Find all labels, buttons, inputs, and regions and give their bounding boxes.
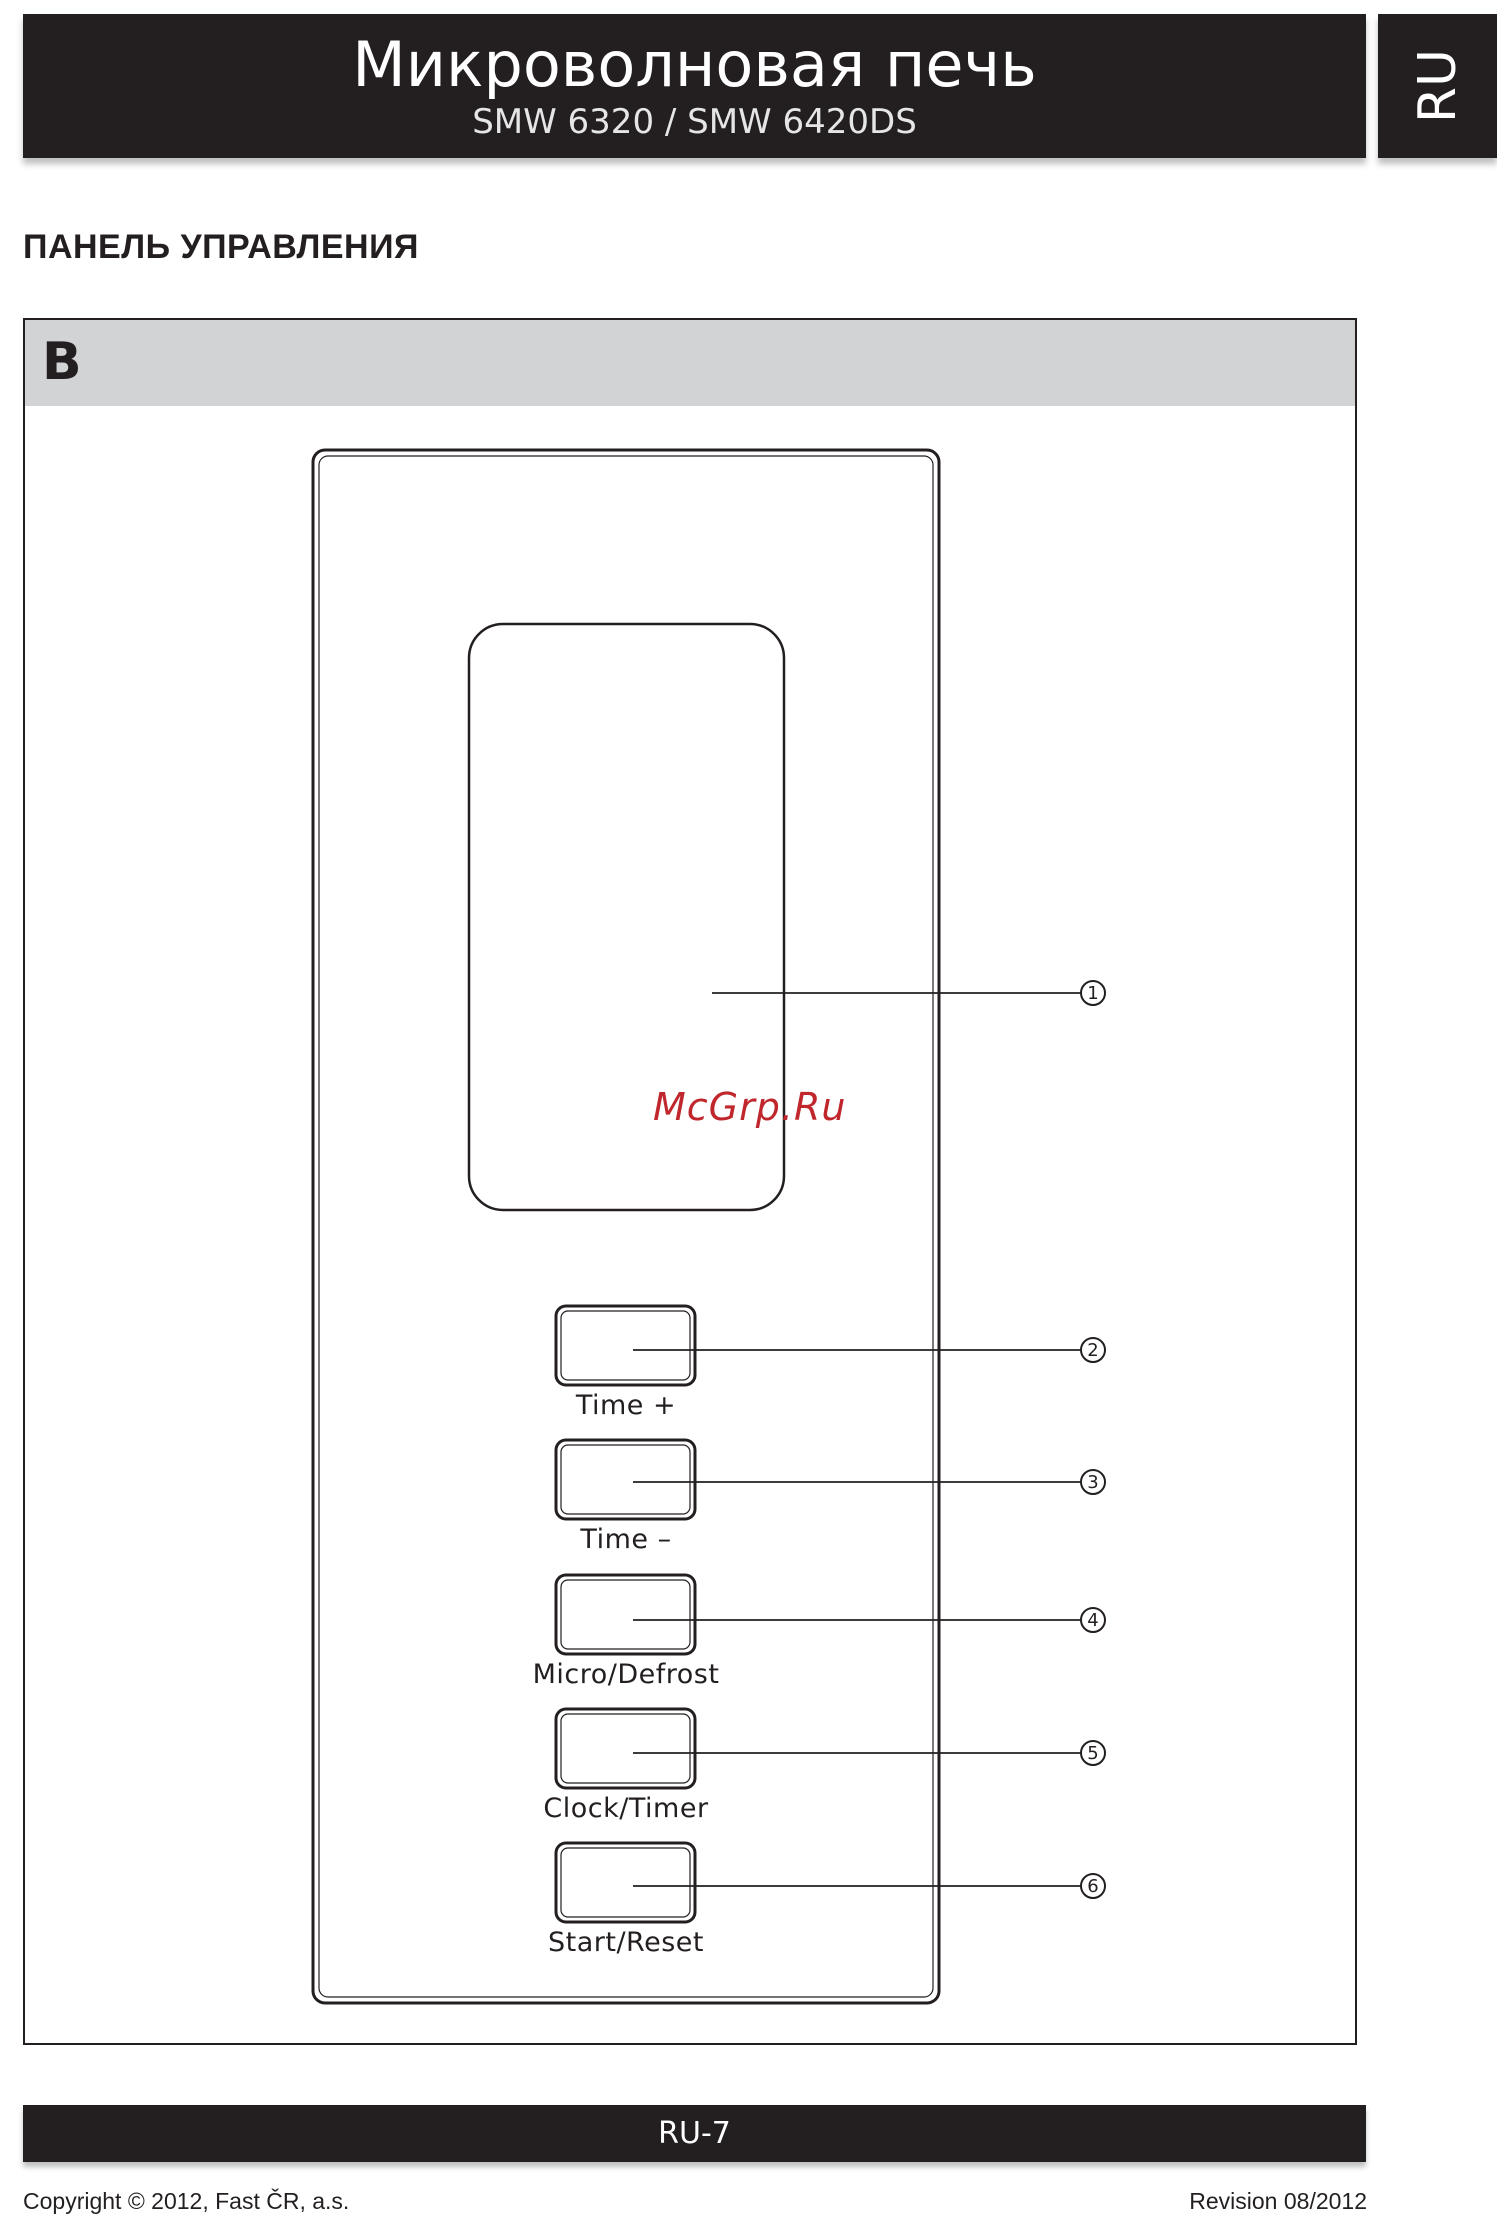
- revision-text: Revision 08/2012: [1189, 2188, 1367, 2215]
- button-label-time-minus: Time –: [476, 1524, 776, 1555]
- watermark: McGrp.Ru: [653, 1085, 846, 1129]
- button-micro-defrost: [556, 1575, 695, 1654]
- button-label-clock-timer: Clock/Timer: [476, 1793, 776, 1824]
- page-number: RU-7: [658, 2116, 731, 2151]
- button-time-plus: [556, 1306, 695, 1385]
- control-panel-outline: [313, 450, 939, 2003]
- callout-5: 5: [1081, 1741, 1105, 1765]
- callout-1: 1: [1081, 981, 1105, 1005]
- callout-4-number: 4: [1087, 1610, 1098, 1631]
- button-clock-timer: [556, 1709, 695, 1788]
- button-label-micro-defrost: Micro/Defrost: [476, 1659, 776, 1690]
- button-start-reset: [556, 1843, 695, 1922]
- callout-3: 3: [1081, 1470, 1105, 1494]
- button-time-minus: [556, 1440, 695, 1519]
- callout-1-number: 1: [1087, 983, 1098, 1004]
- callout-4: 4: [1081, 1608, 1105, 1632]
- footer-bar: RU-7: [23, 2105, 1366, 2162]
- copyright-text: Copyright © 2012, Fast ČR, a.s.: [23, 2188, 349, 2215]
- callout-6: 6: [1081, 1874, 1105, 1898]
- control-panel-inner-outline: [319, 456, 933, 1997]
- button-label-time-plus: Time +: [476, 1390, 776, 1421]
- callout-2: 2: [1081, 1338, 1105, 1362]
- callout-6-number: 6: [1087, 1876, 1098, 1897]
- callout-2-number: 2: [1087, 1340, 1098, 1361]
- callout-5-number: 5: [1087, 1743, 1098, 1764]
- callout-3-number: 3: [1087, 1472, 1098, 1493]
- button-label-start-reset: Start/Reset: [476, 1927, 776, 1958]
